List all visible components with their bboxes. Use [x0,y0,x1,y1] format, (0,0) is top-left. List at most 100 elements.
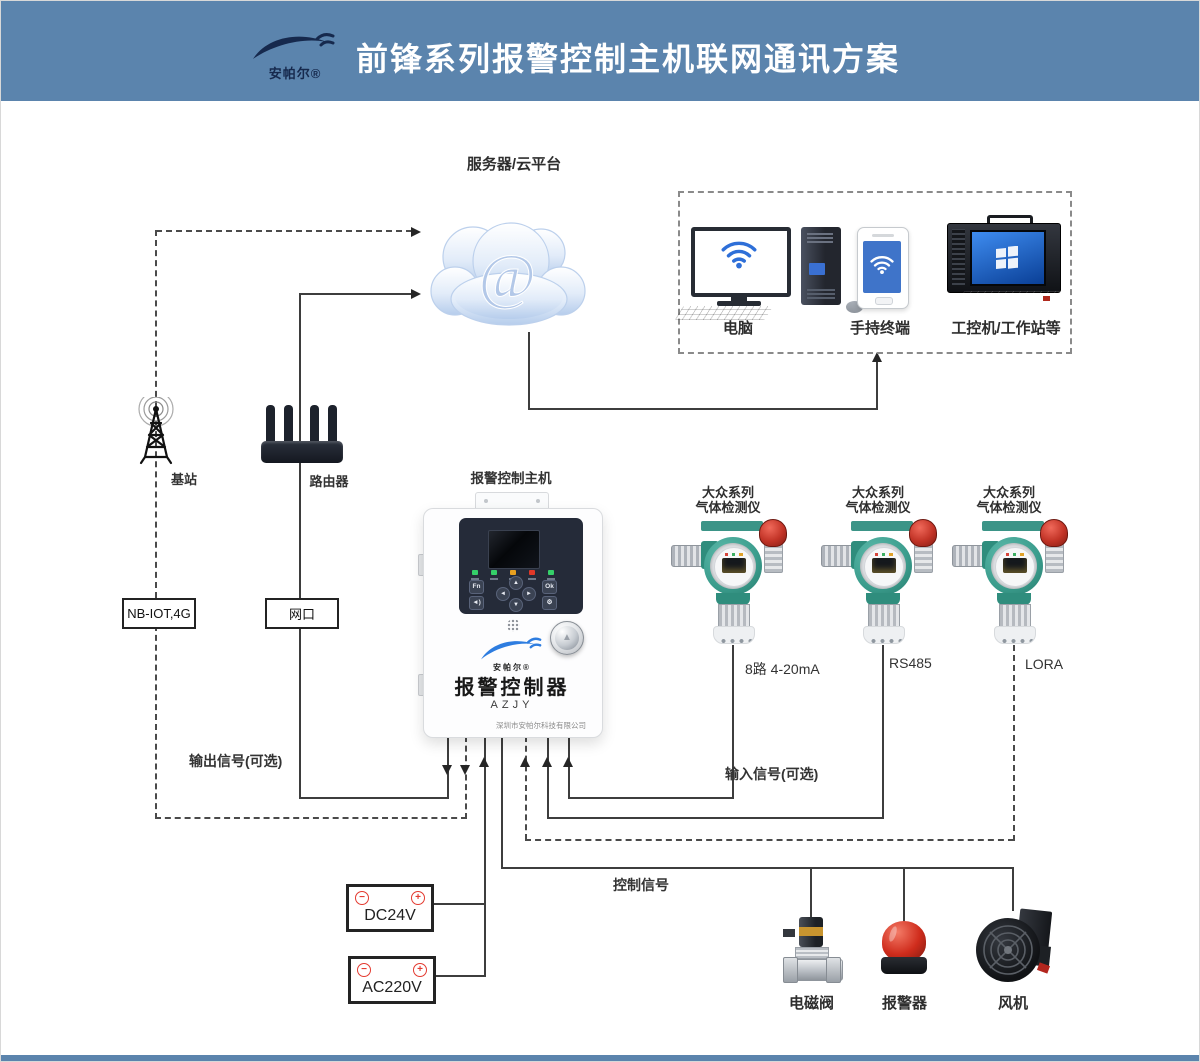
nbiot-box: NB-IOT,4G [122,598,196,629]
up-button[interactable]: ▲ [509,576,523,590]
ipc-keyboard [953,291,1069,307]
gas-detector [821,513,945,645]
arrowhead [872,352,882,362]
output-signal-label: 输出信号(可选) [189,753,283,769]
header-bar: 安帕尔® 前锋系列报警控制主机联网通讯方案 [1,1,1199,101]
plus-terminal: + [411,891,425,905]
detector-label: 大众系列气体检测仪 [845,485,911,515]
gas-detector [952,513,1076,645]
minus-terminal: − [357,963,371,977]
solenoid-valve-icon [783,913,843,987]
desktop-monitor-icon [691,227,791,297]
arrowhead [411,227,421,237]
connector-detector2-stub [547,736,549,819]
connection-label-420ma: 8路 4-20mA [745,661,820,677]
connector-detector3-stub [525,736,527,840]
clients-group-box [678,191,1072,354]
fn-button[interactable]: Fn [469,580,484,594]
connector-basestation-down [155,230,157,598]
base-station-label: 基站 [170,472,197,487]
router-icon [261,405,343,463]
industrial-pc-icon [947,223,1061,293]
brand-swoosh-icon [253,33,335,59]
arrowhead [460,765,470,775]
connector-nbiot-stub [465,736,467,819]
cloud-at-symbol: @ [478,243,535,311]
detector-label: 大众系列气体检测仪 [976,485,1042,515]
connector-control-down [501,736,503,869]
connector-ac220v [428,975,486,977]
dc24v-label: DC24V [364,907,416,924]
cloud-label: 服务器/云平台 [466,156,562,173]
connector-cloud-clients [528,408,878,410]
right-button[interactable]: ► [522,587,536,601]
lan-port-box: 网口 [265,598,339,629]
wifi-icon [870,256,894,274]
minus-terminal: − [355,891,369,905]
connector-valve-drop [810,867,812,919]
base-station-icon [138,397,174,465]
connector-dc24v [428,903,486,905]
controller-product-name: 报警控制器 [454,677,570,699]
footer-bar [1,1055,1199,1061]
wifi-icon [721,241,757,269]
input-signal-label: 输入信号(可选) [725,766,819,782]
connection-label-rs485: RS485 [889,655,932,671]
actuator-label-valve: 电磁阀 [789,995,835,1012]
plus-terminal: + [413,963,427,977]
connector-detector1-down [732,645,734,799]
left-button[interactable]: ◄ [496,587,510,601]
ac220v-label: AC220V [362,979,422,996]
arrowhead [442,765,452,775]
fan-icon [976,906,1053,986]
buzzer-grill-icon [507,619,520,632]
alarm-beacon-icon [881,921,927,977]
led-green [472,570,478,575]
connector-router-cloud [300,293,412,295]
windows-logo-icon [996,246,1018,269]
connector-clients-riser [876,356,878,409]
connector-detector3-down [1013,645,1015,841]
monitor-base [717,301,761,306]
led-red [529,570,535,575]
connector-power [484,736,486,977]
cloud-icon: @ [430,222,586,326]
brand-logo-text: 安帕尔® [268,66,322,81]
connector-detector2-horizontal [548,817,884,819]
control-signal-label: 控制信号 [613,877,669,893]
page-title: 前锋系列报警控制主机联网通讯方案 [356,41,901,77]
connector-fan-drop [1012,867,1014,911]
arrowhead [411,289,421,299]
dc24v-box: − + DC24V [346,884,434,932]
controller-company: 深圳市安帕尔科技有限公司 [496,721,586,730]
ok-button[interactable]: Ok [542,580,557,594]
arrowhead [520,757,530,767]
ipc-red-detail [1043,296,1050,301]
connector-beacon-drop [903,867,905,923]
controller-swoosh-icon [481,637,542,660]
arrowhead [479,757,489,767]
connector-detector1-stub [568,736,570,799]
connector-detector3-horizontal [525,839,1014,841]
connector-detector2-down [882,645,884,819]
connector-lan-horizontal [299,797,449,799]
controller-model: AZJY [490,699,534,711]
arrowhead [563,757,573,767]
reset-knob[interactable]: ▲ [550,621,584,655]
down-button[interactable]: ▼ [509,598,523,612]
controller-title-label: 报警控制主机 [470,471,552,486]
connector-detector1-horizontal [569,797,734,799]
settings-button[interactable]: ⚙ [542,596,557,610]
gas-detector [671,513,795,645]
connector-lan-down [299,625,301,799]
ac220v-box: − + AC220V [348,956,436,1004]
connector-control-horizontal [501,867,1014,869]
pc-tower-icon [801,227,841,305]
actuator-label-beacon: 报警器 [882,995,928,1012]
arrowhead [542,757,552,767]
actuator-label-fan: 风机 [997,995,1028,1012]
mute-button[interactable]: ◄) [469,596,484,610]
client-label-ipc: 工控机/工作站等 [951,320,1061,337]
detector-label: 大众系列气体检测仪 [695,485,761,515]
